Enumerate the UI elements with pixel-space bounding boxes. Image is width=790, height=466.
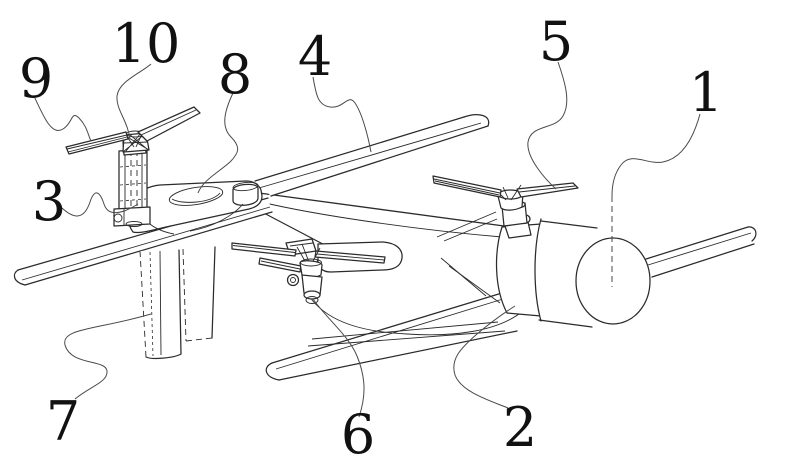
ref-numeral-3: 3 [32, 170, 66, 233]
leader-line-4 [312, 76, 372, 153]
reference-numerals: 1 2 3 4 5 6 7 8 9 10 [19, 10, 723, 466]
leader-line-2 [453, 305, 516, 409]
leader-line-8 [197, 92, 239, 194]
ref-numeral-10: 10 [112, 12, 181, 75]
leader-line-3 [61, 192, 139, 217]
ref-numeral-4: 4 [298, 25, 332, 88]
forward-rotor-blade-a [231, 242, 297, 257]
ventral-pylon [139, 246, 216, 360]
rear-wing-right [645, 226, 757, 278]
leader-line-9 [33, 95, 92, 142]
boom-collar [232, 183, 259, 206]
ref-numeral-7: 7 [46, 390, 80, 453]
leader-line-5 [527, 61, 568, 190]
ref-numeral-1: 1 [689, 61, 723, 124]
nose-dome [575, 237, 651, 325]
ref-numeral-6: 6 [341, 403, 375, 466]
ref-numeral-8: 8 [218, 43, 252, 106]
wing-nacelle [127, 180, 263, 235]
leader-line-1 [611, 113, 701, 197]
nacelle-opening [168, 186, 224, 206]
mast-rotor [65, 106, 201, 155]
ref-numeral-9: 9 [19, 47, 53, 110]
leader-lines [33, 61, 701, 418]
ref-numeral-2: 2 [503, 396, 537, 459]
aft-rotor-blade-right [516, 182, 579, 198]
mast-base [113, 206, 151, 227]
cylinder-step [534, 218, 542, 322]
leader-line-6 [312, 298, 365, 418]
forward-rotor [231, 238, 386, 304]
rear-wing-left [265, 292, 518, 381]
leader-line-10 [116, 63, 152, 140]
aft-rotor [432, 175, 579, 242]
main-wing-right [254, 114, 490, 197]
ref-numeral-5: 5 [539, 10, 573, 73]
leader-line-7 [64, 313, 152, 400]
aft-rotor-blade-left [432, 175, 502, 198]
